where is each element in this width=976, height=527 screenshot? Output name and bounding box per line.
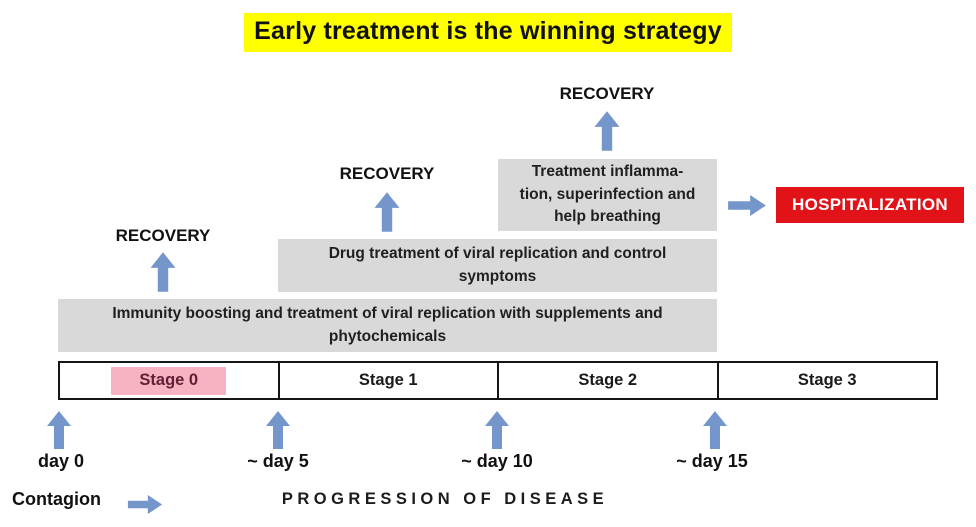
- hospitalization-box: HOSPITALIZATION: [776, 187, 964, 223]
- progression-of-disease-label: PROGRESSION OF DISEASE: [281, 490, 609, 508]
- treatment-box-line: Drug treatment of viral replication and …: [328, 245, 667, 263]
- day-label-15: ~ day 15: [676, 451, 748, 471]
- stage-label: Stage 2: [578, 371, 638, 389]
- treatment-box-line: phytochemicals: [328, 327, 447, 345]
- day-label-10: ~ day 10: [461, 451, 533, 471]
- stage-cell-0: Stage 0: [60, 363, 280, 398]
- title-row: Early treatment is the winning strategy: [0, 13, 976, 52]
- stage-bar: Stage 0 Stage 1 Stage 2 Stage 3: [58, 361, 938, 400]
- treatment-box-line: Treatment inflamma-: [531, 163, 684, 181]
- up-arrow-icon: [266, 411, 290, 454]
- stage-cell-3: Stage 3: [719, 363, 937, 398]
- up-arrow-icon: [150, 252, 176, 297]
- stage-label: Stage 3: [797, 371, 857, 389]
- contagion-label: Contagion: [12, 489, 101, 509]
- stage-cell-1: Stage 1: [280, 363, 499, 398]
- page-title: Early treatment is the winning strategy: [244, 13, 732, 52]
- recovery-label-stage0: RECOVERY: [115, 226, 211, 245]
- stage-0-highlight: Stage 0: [111, 366, 227, 395]
- up-arrow-icon: [485, 411, 509, 454]
- treatment-box-line: help breathing: [554, 208, 661, 226]
- stage-label: Stage 1: [358, 371, 418, 389]
- up-arrow-icon: [374, 192, 400, 237]
- treatment-box-stage2: Treatment inflamma- tion, superinfection…: [498, 159, 717, 231]
- up-arrow-icon: [703, 411, 727, 454]
- recovery-label-stage1: RECOVERY: [339, 164, 435, 183]
- treatment-box-stage1: Drug treatment of viral replication and …: [278, 239, 717, 292]
- recovery-label-stage2: RECOVERY: [559, 84, 655, 103]
- right-arrow-icon: [127, 495, 163, 519]
- up-arrow-icon: [594, 111, 620, 156]
- treatment-box-line: Immunity boosting and treatment of viral…: [112, 305, 663, 323]
- day-label-0: day 0: [37, 451, 85, 471]
- day-label-5: ~ day 5: [247, 451, 309, 471]
- up-arrow-icon: [47, 411, 71, 454]
- stage-cell-2: Stage 2: [499, 363, 719, 398]
- treatment-box-line: symptoms: [458, 267, 537, 285]
- treatment-box-line: tion, superinfection and: [519, 185, 696, 203]
- right-arrow-icon: [728, 195, 766, 221]
- treatment-box-stage0: Immunity boosting and treatment of viral…: [58, 299, 717, 352]
